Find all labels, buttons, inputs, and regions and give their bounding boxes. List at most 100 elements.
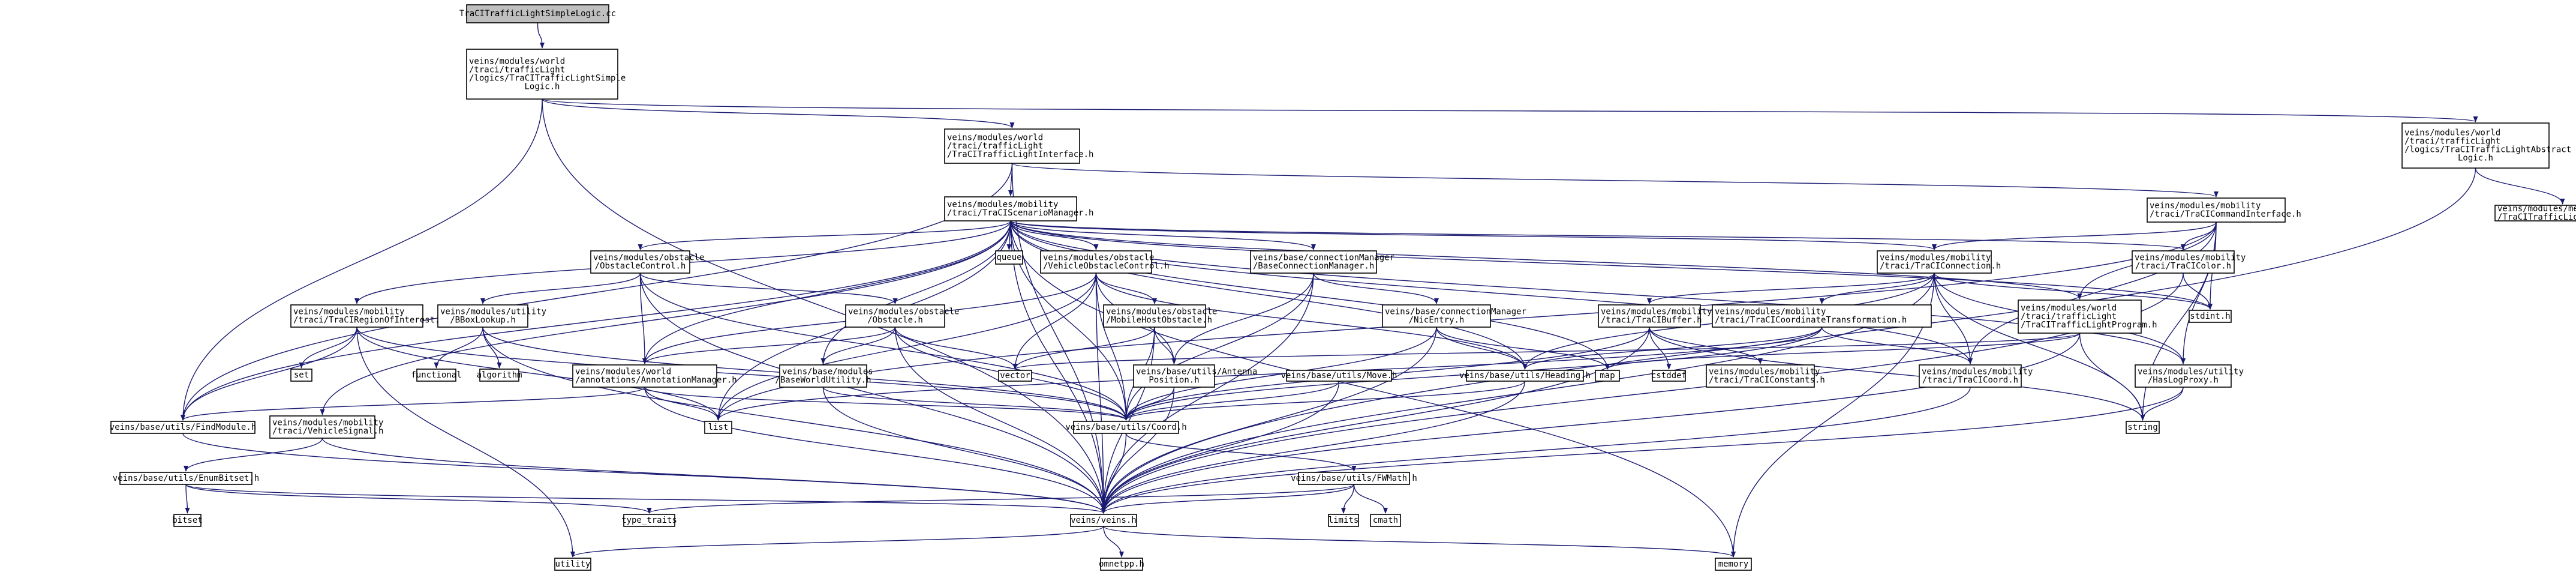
node-functional[interactable]: functional	[411, 369, 462, 382]
node-cmd-iface[interactable]: veins/modules/mobility/traci/TraCIComman…	[2147, 197, 2301, 223]
node-annotation-mgr[interactable]: veins/modules/world/annotations/Annotati…	[572, 364, 737, 388]
node-box	[1040, 250, 1152, 274]
node-type-traits[interactable]: type_traits	[621, 514, 677, 527]
node-enum-bitset[interactable]: veins/base/utils/EnumBitset.h	[113, 472, 259, 485]
node-fwmath[interactable]: veins/base/utils/FWMath.h	[1291, 472, 1417, 485]
node-has-log-proxy[interactable]: veins/modules/utility/HasLogProxy.h	[2135, 364, 2244, 388]
node-algorithm[interactable]: algorithm	[477, 369, 522, 382]
node-abstract-logic[interactable]: veins/modules/world/traci/trafficLight/l…	[2401, 122, 2571, 169]
node-coord-transform[interactable]: veins/modules/mobility/traci/TraCICoordi…	[1712, 304, 1932, 328]
node-label-line: /traci/VehicleSignal.h	[272, 427, 383, 436]
node-label-line: /traci/TraCIScenarioManager.h	[947, 208, 1093, 218]
edge-veins-h-to-memory	[1103, 526, 1736, 558]
node-list[interactable]: list	[704, 421, 732, 434]
edge-coord-h-to-fwmath	[1125, 433, 1357, 472]
node-traci-buffer[interactable]: veins/modules/mobility/traci/TraCIBuffer…	[1598, 304, 1712, 328]
edge-enum-bitset-to-veins-h	[185, 484, 1106, 514]
node-box	[119, 472, 253, 485]
node-bitset[interactable]: bitset	[172, 514, 203, 527]
node-box	[173, 514, 202, 527]
edge-region-of-interest-to-list	[356, 327, 721, 421]
node-box	[1466, 370, 1584, 382]
node-memory[interactable]: memory	[1715, 558, 1752, 571]
edge-obstacle-h-to-vector	[894, 327, 1018, 370]
node-find-module[interactable]: veins/base/utils/FindModule.h	[110, 421, 256, 434]
node-cmath[interactable]: cmath	[1370, 514, 1401, 527]
node-scenario-mgr[interactable]: veins/modules/mobility/traci/TraCIScenar…	[944, 196, 1093, 221]
node-traci-connection[interactable]: veins/modules/mobility/traci/TraCIConnec…	[1877, 250, 2001, 274]
node-cstddef[interactable]: cstddef	[1651, 370, 1687, 382]
edge-vehicle-obstacle-ctrl-to-vector	[1012, 272, 1097, 370]
node-box	[2135, 364, 2232, 388]
node-move-h[interactable]: veins/base/utils/Move.h	[1281, 370, 1397, 382]
node-tl-program[interactable]: veins/modules/world/traci/trafficLight/T…	[2018, 300, 2157, 334]
edge-simplelogic-h-to-abstract-logic	[542, 98, 2478, 122]
node-label-line: veins/modules/mobility	[1715, 307, 1826, 317]
node-box	[944, 128, 1080, 164]
node-traci-constants[interactable]: veins/modules/mobility/traci/TraCIConsta…	[1706, 364, 1825, 388]
node-queue[interactable]: queue	[995, 250, 1023, 265]
edge-vehicle-obstacle-ctrl-to-veins-h	[1095, 272, 1106, 514]
node-box	[704, 421, 732, 434]
node-label-line: cmath	[1373, 516, 1398, 525]
node-traci-color[interactable]: veins/modules/mobility/traci/TraCIColor.…	[2132, 250, 2246, 274]
node-nic-entry[interactable]: veins/base/connectionManager/NicEntry.h	[1382, 304, 1526, 328]
node-box	[1133, 364, 1215, 388]
node-region-of-interest[interactable]: veins/modules/mobility/traci/TraCIRegion…	[290, 304, 445, 328]
edge-obstacle-h-to-base-world-utility	[820, 327, 896, 364]
node-label-line: /NicEntry.h	[1409, 316, 1465, 325]
node-bbox-lookup[interactable]: veins/modules/utility/BBoxLookup.h	[437, 304, 546, 328]
node-label-line: veins/modules/world	[947, 133, 1043, 143]
node-label-line: /traci/TraCIConnection.h	[1880, 262, 2001, 271]
node-base-world-utility[interactable]: veins/base/modules/BaseWorldUtility.h	[775, 364, 873, 388]
node-label-line: /traci/trafficLight	[2404, 137, 2500, 146]
node-set[interactable]: set	[290, 369, 312, 382]
node-obstacle-h[interactable]: veins/modules/obstacle/Obstacle.h	[845, 304, 959, 328]
edge-nic-entry-to-map	[1436, 327, 1610, 370]
node-box	[944, 196, 1077, 221]
node-box	[1919, 364, 2022, 388]
node-stdint[interactable]: stdint.h	[2189, 310, 2232, 323]
edge-vehicle-obstacle-ctrl-to-coord-h	[1095, 272, 1129, 421]
node-tl-message[interactable]: veins/modules/messages/TraCITrafficLight…	[2494, 204, 2576, 222]
node-label-line: veins/modules/world	[575, 367, 671, 377]
node-map[interactable]: map	[1595, 370, 1620, 382]
edge-traci-color-to-stdint	[2183, 272, 2213, 310]
edge-scenario-mgr-to-tl-program	[1010, 220, 2082, 300]
edge-scenario-mgr-to-heading-h	[1010, 220, 1528, 370]
node-label-line: veins/modules/mobility	[1922, 367, 2033, 377]
edge-simplelogic-h-to-tl-interface	[542, 98, 1015, 128]
node-heading-h[interactable]: veins/base/utils/Heading.h	[1459, 370, 1591, 382]
node-root[interactable]: TraCITrafficLightSimpleLogic.cc	[459, 4, 616, 23]
node-vehicle-signal[interactable]: veins/modules/mobility/traci/VehicleSign…	[269, 415, 383, 439]
edge-scenario-mgr-to-find-module	[181, 220, 1011, 421]
node-tl-interface[interactable]: veins/modules/world/traci/trafficLight/T…	[944, 128, 1093, 164]
node-coord-h[interactable]: veins/base/utils/Coord.h	[1065, 421, 1187, 434]
node-string[interactable]: string	[2126, 421, 2160, 434]
node-limits[interactable]: limits	[1328, 514, 1359, 527]
edge-obstacle-ctrl-to-annotation-mgr	[639, 272, 647, 364]
node-box	[1070, 514, 1137, 527]
node-traci-coord[interactable]: veins/modules/mobility/traci/TraCICoord.…	[1919, 364, 2033, 388]
node-label-line: veins/modules/mobility	[272, 418, 383, 428]
node-obstacle-ctrl[interactable]: veins/modules/obstacle/ObstacleControl.h	[590, 250, 704, 274]
edge-bbox-lookup-to-functional	[434, 327, 483, 369]
node-label-line: omnetpp.h	[1099, 559, 1144, 569]
node-label-line: veins/modules/obstacle	[593, 253, 704, 263]
edge-mobile-host-obstacle-to-vector	[1012, 327, 1155, 370]
node-vector[interactable]: vector	[998, 370, 1032, 382]
node-mobile-host-obstacle[interactable]: veins/modules/obstacle/MobileHostObstacl…	[1103, 304, 1217, 328]
node-label-line: /VehicleObstacleControl.h	[1043, 262, 1170, 271]
node-omnetpp[interactable]: omnetpp.h	[1099, 558, 1144, 571]
node-utility[interactable]: utility	[554, 558, 591, 571]
node-veins-h[interactable]: veins/veins.h	[1070, 514, 1137, 527]
node-vehicle-obstacle-ctrl[interactable]: veins/modules/obstacle/VehicleObstacleCo…	[1040, 250, 1170, 274]
node-box	[416, 369, 456, 382]
node-simplelogic-h[interactable]: veins/modules/world/traci/trafficLight/l…	[466, 49, 626, 100]
node-label-line: /BaseConnectionManager.h	[1253, 262, 1374, 271]
edge-scenario-mgr-to-traci-connection	[1010, 220, 1937, 250]
node-box	[590, 250, 690, 274]
edge-simplelogic-h-to-find-module	[181, 98, 543, 421]
node-base-conn-mgr[interactable]: veins/base/connectionManager/BaseConnect…	[1250, 250, 1394, 274]
